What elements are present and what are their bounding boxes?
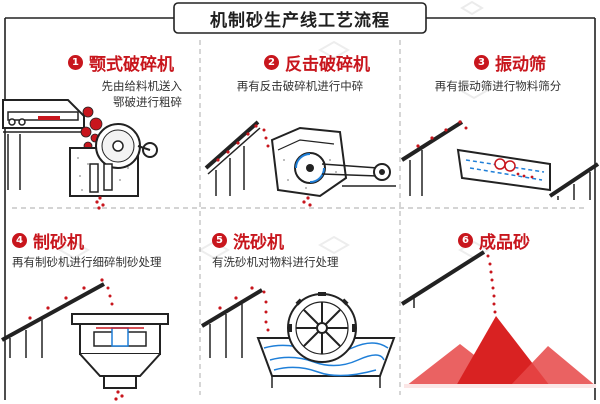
step-4-number: 4 [12, 233, 27, 248]
impact-crusher-icon [204, 120, 396, 207]
step-3-title: 振动筛 [495, 55, 546, 75]
step-3-header: 3 振动筛 [474, 50, 546, 75]
step-1-header: 1 颚式破碎机 [68, 50, 174, 75]
step-2-description: 再有反击破碎机进行中碎 [200, 78, 400, 94]
step-5-title: 洗砂机 [233, 233, 284, 253]
sand-washer-icon [200, 286, 396, 388]
step-3-desc-line-1: 再有振动筛进行物料筛分 [434, 79, 562, 93]
step-1-desc-line-2: 鄂破进行粗碎 [113, 95, 182, 109]
step-6-number: 6 [458, 233, 473, 248]
sand-pile-icon [400, 250, 596, 388]
step-6-title: 成品砂 [479, 233, 530, 253]
step-4-header: 4 制砂机 [12, 228, 84, 253]
step-1-desc-line-1: 先由给料机送入 [101, 79, 183, 93]
sand-maker-icon [1, 278, 169, 401]
step-4-title: 制砂机 [33, 233, 84, 253]
brand-logo-icon [57, 0, 491, 260]
step-2-title: 反击破碎机 [285, 55, 370, 75]
step-5-number: 5 [212, 233, 227, 248]
step-3-number: 3 [474, 55, 489, 70]
step-6-header: 6 成品砂 [458, 228, 530, 253]
step-4-description: 再有制砂机进行细碎制砂处理 [12, 254, 162, 270]
step-2-number: 2 [264, 55, 279, 70]
step-2-header: 2 反击破碎机 [264, 50, 370, 75]
step-3-description: 再有振动筛进行物料筛分 [400, 78, 596, 94]
step-5-desc-line-1: 有洗砂机对物料进行处理 [212, 255, 339, 269]
step-1-title: 颚式破碎机 [89, 55, 174, 75]
step-5-description: 有洗砂机对物料进行处理 [212, 254, 339, 270]
step-2-desc-line-1: 再有反击破碎机进行中碎 [236, 79, 364, 93]
step-5-header: 5 洗砂机 [212, 228, 284, 253]
step-1-description: 先由给料机送入 鄂破进行粗碎 [102, 78, 183, 110]
vibrating-screen-icon [400, 120, 600, 200]
step-1-number: 1 [68, 55, 83, 70]
jaw-crusher-icon [2, 99, 158, 210]
step-4-desc-line-1: 再有制砂机进行细碎制砂处理 [12, 255, 162, 269]
diagram-title: 机制砂生产线工艺流程 [210, 10, 390, 31]
diagram-title-box: 机制砂生产线工艺流程 [174, 3, 426, 33]
